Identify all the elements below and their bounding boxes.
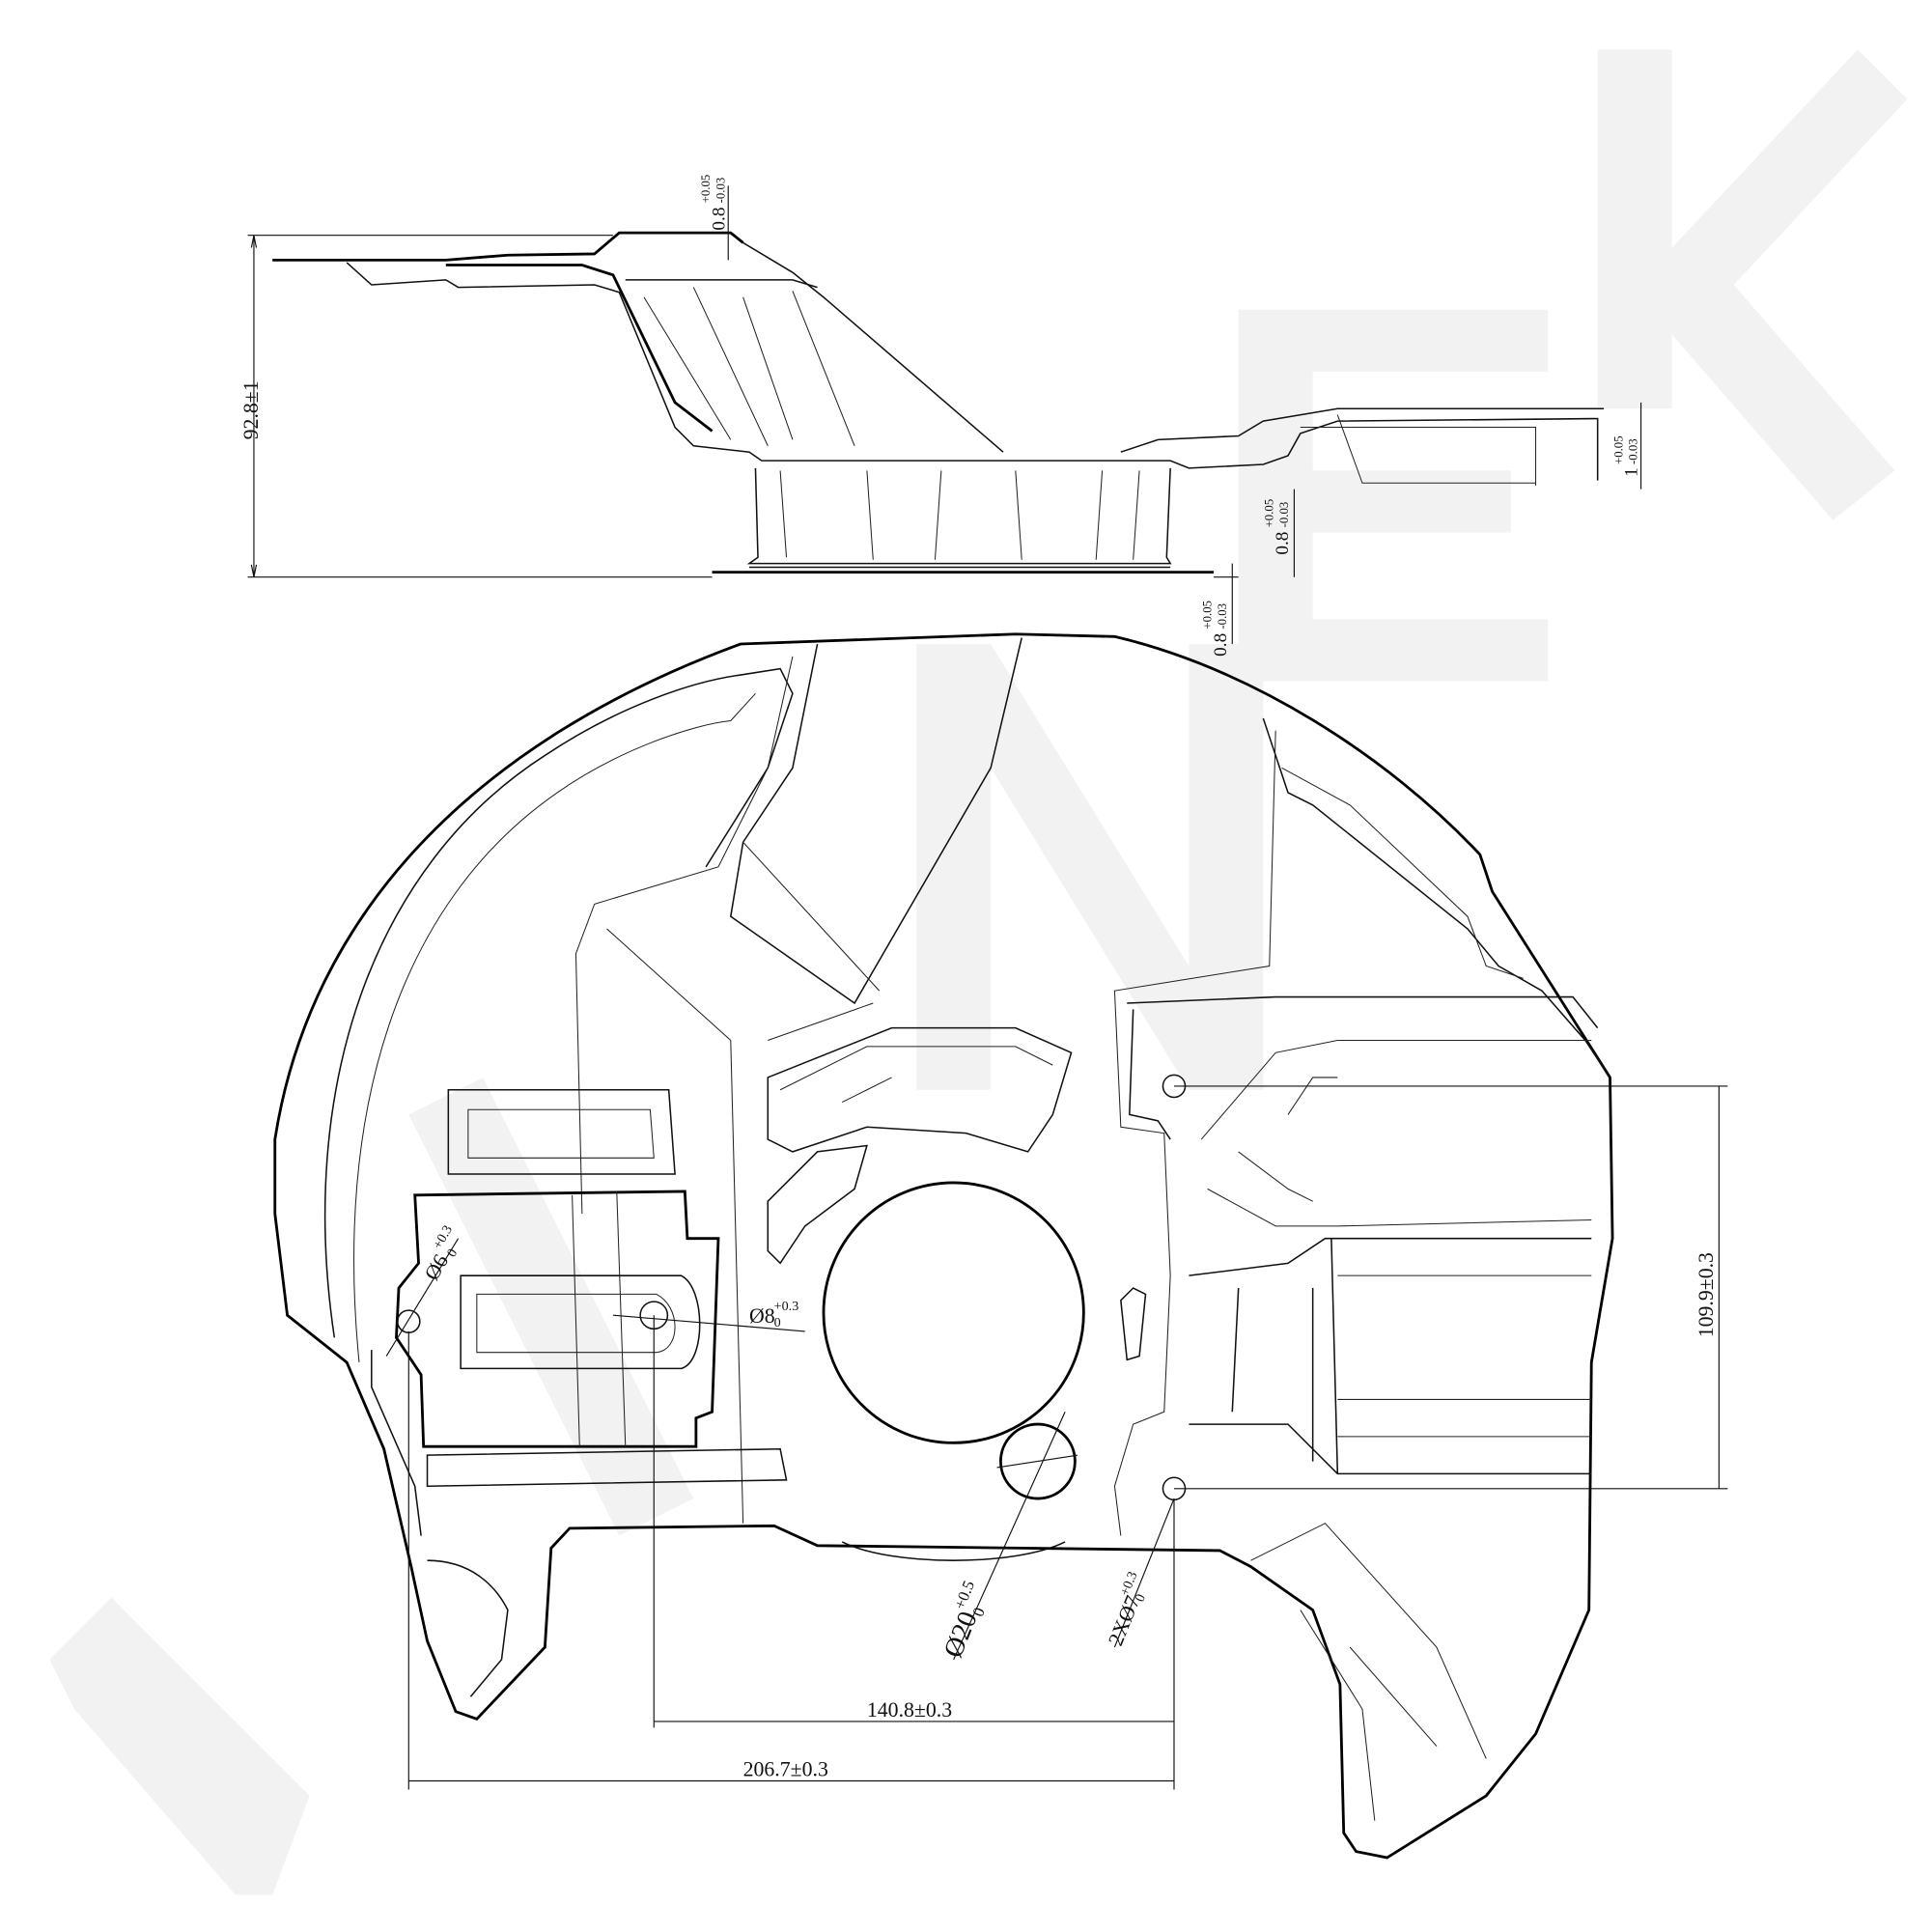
dim-thickness-right: 1 +0.05 -0.03 xyxy=(1611,435,1641,476)
side-dimensions: 92.8±1 0.8 +0.05 -0.03 1 +0.05 -0.03 0.8… xyxy=(239,175,1642,657)
dim-hole-7: 2XØ7 +0.3 0 xyxy=(1104,1569,1149,1648)
tol-upper: +0.05 xyxy=(699,175,713,204)
center-bore xyxy=(822,1181,1085,1444)
dim-thickness-mid: 0.8 +0.05 -0.03 xyxy=(1263,499,1293,555)
tol-lower: 0 xyxy=(774,1315,781,1330)
dim-width-140: 140.8±0.3 xyxy=(867,1698,952,1722)
tol-lower: -0.03 xyxy=(1277,502,1291,528)
tol-base: 0.8 xyxy=(1273,532,1293,555)
tol-base: 0.8 xyxy=(709,208,729,231)
tol-upper: +0.3 xyxy=(430,1222,456,1251)
dim-thickness-bottom: 0.8 +0.05 -0.03 xyxy=(1200,601,1230,657)
tol-upper: +0.3 xyxy=(774,1299,799,1314)
tol-base: Ø8 xyxy=(749,1304,775,1328)
tol-lower: -0.03 xyxy=(714,178,727,204)
dim-height-109: 109.9±0.3 xyxy=(1694,1252,1718,1337)
hole-6 xyxy=(396,1309,421,1333)
front-view xyxy=(273,632,1614,1860)
dim-hole-20: Ø20 +0.5 0 xyxy=(938,1578,989,1662)
tol-base: 0.8 xyxy=(1211,633,1231,657)
side-view xyxy=(272,231,1605,574)
watermark xyxy=(49,49,1908,1895)
hole-20 xyxy=(999,1422,1077,1500)
tol-upper: +0.05 xyxy=(1263,499,1276,528)
dim-hole-8: Ø8 +0.3 0 xyxy=(749,1299,798,1330)
dim-height: 92.8±1 xyxy=(239,380,263,439)
tol-lower: -0.03 xyxy=(1216,603,1229,630)
tol-upper: +0.05 xyxy=(1611,435,1625,464)
tol-upper: +0.05 xyxy=(1200,601,1214,630)
tol-lower: -0.03 xyxy=(1627,438,1640,464)
tol-base: 1 xyxy=(1622,467,1642,477)
dim-thickness-top: 0.8 +0.05 -0.03 xyxy=(699,175,729,231)
dim-width-206: 206.7±0.3 xyxy=(743,1757,828,1780)
